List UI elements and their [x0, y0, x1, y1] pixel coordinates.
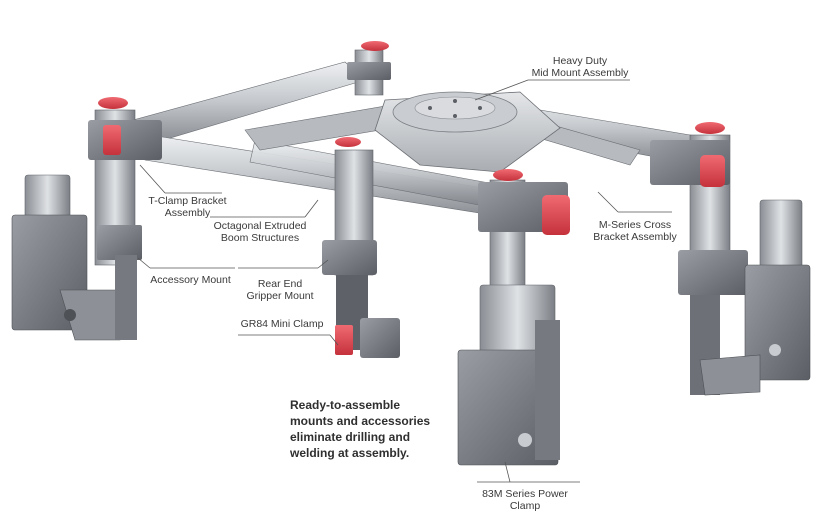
leader-lines [137, 79, 672, 483]
center-front-post [322, 137, 400, 358]
front-right-post [457, 169, 570, 466]
mid-mount-assembly [374, 91, 561, 173]
label-83m-power-clamp: 83M Series Power Clamp [482, 488, 568, 512]
label-octagonal-boom: Octagonal Extruded Boom Structures [213, 220, 307, 244]
label-m-series-cross-bracket: M-Series Cross Bracket Assembly [593, 219, 677, 243]
right-post [650, 122, 748, 395]
label-rear-end-gripper-mount: Rear End Gripper Mount [246, 278, 314, 302]
right-clamp [699, 199, 811, 396]
rear-top-post [347, 41, 391, 96]
left-clamp [11, 174, 137, 341]
label-t-clamp-bracket: T-Clamp Bracket Assembly [148, 195, 227, 219]
label-gr84-mini-clamp: GR84 Mini Clamp [240, 318, 324, 330]
label-accessory-mount: Accessory Mount [150, 274, 231, 286]
left-post [88, 97, 162, 266]
label-heavy-duty-mid-mount: Heavy Duty Mid Mount Assembly [531, 55, 629, 79]
caption-text: Ready-to-assemble mounts and accessories… [290, 398, 431, 460]
